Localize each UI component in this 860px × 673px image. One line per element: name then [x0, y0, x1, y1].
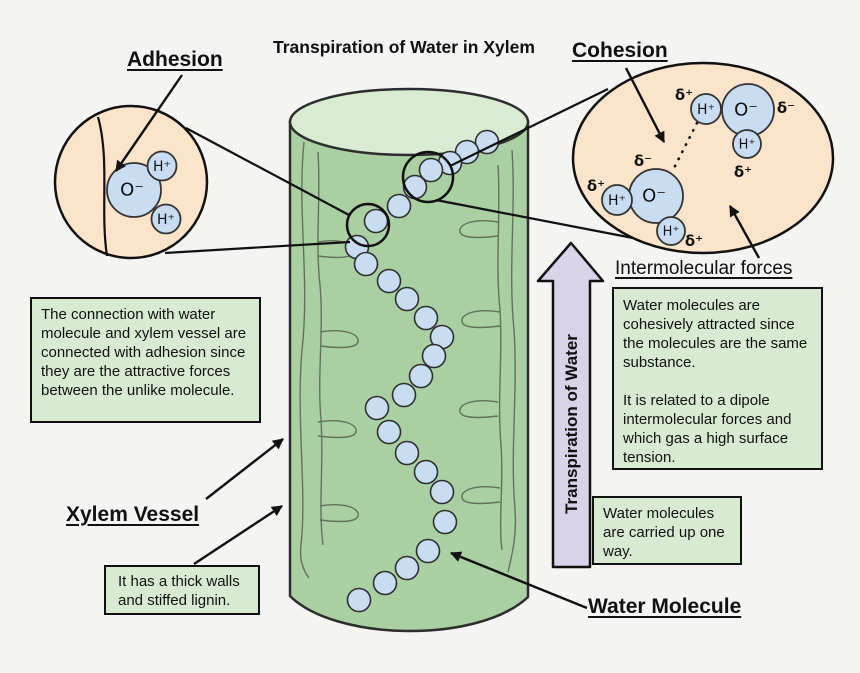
water-molecule-label: Water Molecule — [588, 595, 742, 618]
water-molecule — [413, 305, 439, 331]
cohesion-note-paragraph-1: Water molecules are cohesively attracted… — [623, 297, 808, 371]
intermolecular-forces-label: Intermolecular forces — [615, 258, 793, 279]
cohesion-note-paragraph-2: It is related to a dipole intermolecular… — [623, 392, 792, 466]
hydrogen-bond-dotted-line — [670, 121, 699, 174]
delta-minus-label: δ⁻ — [777, 99, 795, 117]
hydrogen-label: H⁺ — [153, 159, 171, 175]
page-title: Transpiration of Water in Xylem — [273, 37, 535, 57]
water-molecule — [353, 251, 379, 277]
water-molecule — [394, 555, 420, 581]
hydrogen-label: H⁺ — [157, 212, 175, 228]
hydrogen-label: H⁺ — [697, 102, 715, 118]
water-molecule — [394, 440, 420, 466]
hydrogen-atom — [146, 150, 178, 182]
xylem-wall-curve — [96, 116, 109, 257]
water-molecule — [376, 419, 402, 445]
transpiration-arrow — [536, 241, 605, 569]
water-molecule — [386, 193, 412, 219]
cohesion-note-box: Water molecules are cohesively attracted… — [612, 287, 823, 470]
hydrogen-atom — [732, 129, 762, 159]
water-molecule — [429, 479, 455, 505]
xylem-vessel-pointer-arrow — [205, 438, 284, 500]
xylem-cylinder — [288, 87, 530, 633]
hydrogen-atom — [150, 203, 182, 235]
water-molecule — [364, 395, 390, 421]
adhesion-label: Adhesion — [127, 48, 223, 71]
hydrogen-atom — [601, 184, 633, 216]
oxygen-label: O⁻ — [120, 180, 144, 201]
delta-plus-label: δ⁺ — [675, 86, 693, 104]
water-molecule — [432, 509, 458, 535]
water-molecule — [413, 459, 439, 485]
cohesion-callout-circle — [401, 150, 455, 204]
lignin-pointer-arrow — [193, 504, 283, 566]
oxygen-label: O⁻ — [734, 100, 758, 121]
water-molecule-pointer-arrow — [449, 551, 588, 610]
cohesion-zoom-ellipse: O⁻ H⁺ H⁺ O⁻ H⁺ H⁺ δ⁺ δ⁻ δ⁺ δ⁻ δ⁺ δ⁺ — [571, 61, 835, 255]
delta-plus-label: δ⁺ — [685, 232, 703, 250]
transpiration-arrow-label: Transpiration of Water — [562, 334, 581, 514]
intermolecular-pointer-arrow — [728, 205, 761, 259]
hydrogen-atom — [690, 93, 722, 125]
lignin-note-box: It has a thick walls and stiffed lignin. — [104, 565, 260, 615]
water-molecule — [415, 538, 441, 564]
cohesion-pointer-arrow — [624, 67, 666, 143]
xylem-vessel-label: Xylem Vessel — [66, 503, 200, 526]
adhesion-zoom-circle: O⁻ H⁺ H⁺ — [53, 104, 209, 260]
adhesion-callout-circle — [345, 202, 391, 248]
water-molecule — [346, 587, 372, 613]
cohesion-label: Cohesion — [572, 39, 668, 62]
water-molecule — [372, 570, 398, 596]
cylinder-top-face — [288, 87, 530, 157]
oxygen-label: O⁻ — [642, 186, 666, 207]
carried-up-note-box: Water molecules are carried up one way. — [592, 496, 742, 565]
water-molecule — [402, 174, 428, 200]
water-molecule — [408, 363, 434, 389]
adhesion-note-box: The connection with water molecule and x… — [30, 297, 261, 423]
callout-lines — [164, 88, 634, 255]
hydrogen-atom — [656, 216, 686, 246]
water-molecule — [391, 382, 417, 408]
delta-minus-label: δ⁻ — [634, 152, 652, 170]
adhesion-pointer-arrow — [115, 74, 183, 172]
oxygen-atom — [106, 162, 162, 218]
pointer-arrows — [115, 67, 761, 610]
water-molecule — [418, 157, 444, 183]
delta-plus-label: δ⁺ — [734, 163, 752, 181]
water-molecule — [421, 343, 447, 369]
hydrogen-label: H⁺ — [663, 225, 680, 240]
water-molecule — [394, 286, 420, 312]
hydrogen-label: H⁺ — [739, 138, 756, 153]
delta-plus-label: δ⁺ — [587, 177, 605, 195]
water-molecule — [376, 268, 402, 294]
hydrogen-label: H⁺ — [608, 193, 626, 209]
